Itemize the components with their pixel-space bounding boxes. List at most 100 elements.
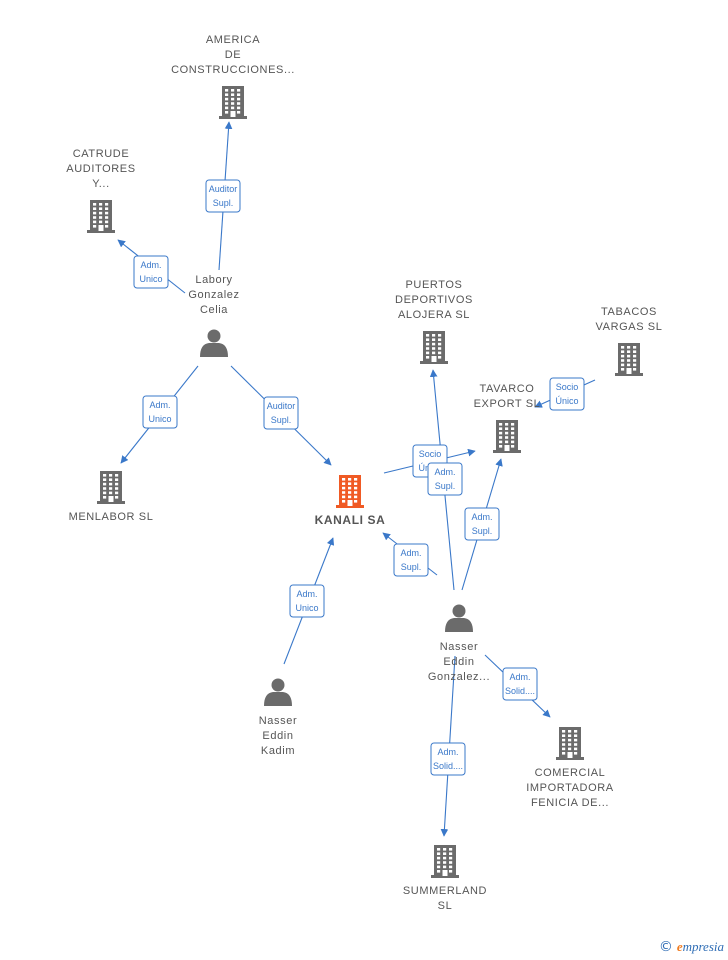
edge-labels-layer: AuditorSupl.Adm.UnicoAdm.UnicoAuditorSup… xyxy=(133,179,585,776)
edge-label-line: Adm. xyxy=(509,672,530,682)
person-icon xyxy=(445,604,473,632)
node-summerland[interactable]: SUMMERLAND SL xyxy=(403,845,487,912)
building-icon xyxy=(431,845,459,878)
edge-label-line: Adm. xyxy=(140,260,161,270)
edge-label-line: Solid.... xyxy=(505,686,535,696)
node-label-line: DE xyxy=(225,49,241,61)
node-label-line: Celia xyxy=(200,304,228,316)
node-tavarco[interactable]: TAVARCO EXPORT SL xyxy=(474,383,541,453)
edge-label-box xyxy=(263,396,299,430)
building-icon xyxy=(97,471,125,504)
node-kanali[interactable]: KANALI SA xyxy=(315,475,386,527)
brand-logo: empresia xyxy=(676,939,724,954)
edge-label-box xyxy=(502,667,538,701)
node-label-line: Eddin xyxy=(443,656,474,668)
edge-label-line: Único xyxy=(555,396,578,406)
edge-label-box xyxy=(289,584,325,618)
edge-label-box xyxy=(205,179,241,213)
edge-label-line: Supl. xyxy=(435,481,456,491)
edge-label-line: Adm. xyxy=(296,589,317,599)
edge-label-line: Adm. xyxy=(471,512,492,522)
node-label-line: Nasser xyxy=(259,715,297,727)
edge-label-line: Adm. xyxy=(437,747,458,757)
edge-label-line: Auditor xyxy=(209,184,238,194)
node-nasser_gonz[interactable]: NasserEddinGonzalez... xyxy=(428,604,490,684)
edge-label-line: Socio xyxy=(556,382,579,392)
edge-label-labory-to-menlabor[interactable]: Adm. Unico xyxy=(142,395,178,429)
edge-label-nasser_kadim-to-kanali[interactable]: Adm. Unico xyxy=(289,584,325,618)
node-label-line: EXPORT SL xyxy=(474,398,541,410)
building-icon xyxy=(336,475,364,508)
nodes-layer: KANALI SA AMERICA DE CONSTRUCCIONES... CATRU… xyxy=(66,34,662,912)
node-label-line: MENLABOR SL xyxy=(69,511,154,523)
node-label-line: DEPORTIVOS xyxy=(395,294,473,306)
edge-label-box xyxy=(142,395,178,429)
node-label-line: TAVARCO xyxy=(480,383,535,395)
edge-label-box xyxy=(393,543,429,577)
edge-label-line: Supl. xyxy=(213,198,234,208)
node-label-line: FENICIA DE... xyxy=(531,797,609,809)
node-label-line: Nasser xyxy=(440,641,478,653)
edge-label-line: Supl. xyxy=(472,526,493,536)
edge-label-nasser_gonz-to-comercial[interactable]: Adm. Solid.... xyxy=(502,667,538,701)
node-label-line: Kadim xyxy=(261,745,295,757)
building-icon xyxy=(219,86,247,119)
node-label-line: Labory xyxy=(195,274,232,286)
node-label-line: Y... xyxy=(92,178,110,190)
node-america[interactable]: AMERICA DE CONSTRUCCIONES... xyxy=(171,34,295,119)
brand-footer: © empresia xyxy=(659,938,724,956)
edge-label-labory-to-catrude[interactable]: Adm. Unico xyxy=(133,255,169,289)
node-tabacos[interactable]: TABACOS VARGAS SL xyxy=(596,306,663,376)
edge-label-nasser_gonz-to-summerland[interactable]: Adm. Solid.... xyxy=(430,742,466,776)
node-comercial[interactable]: COMERCIAL IMPORTADORA FENICIA DE... xyxy=(526,727,614,809)
node-label-line: Gonzalez xyxy=(188,289,239,301)
edge-label-box xyxy=(549,377,585,411)
edge-label-box xyxy=(430,742,466,776)
node-label-line: VARGAS SL xyxy=(596,321,663,333)
edge-label-box xyxy=(133,255,169,289)
edge-label-line: Unico xyxy=(148,414,171,424)
node-catrude[interactable]: CATRUDE AUDITORES Y... xyxy=(66,148,135,233)
node-menlabor[interactable]: MENLABOR SL xyxy=(69,471,154,523)
node-label-line: AMERICA xyxy=(206,34,260,46)
edge-label-nasser_gonz-to-tavarco[interactable]: Adm. Supl. xyxy=(464,507,500,541)
edge-label-box xyxy=(464,507,500,541)
node-label-line: CONSTRUCCIONES... xyxy=(171,64,295,76)
building-icon xyxy=(420,331,448,364)
edge-label-line: Adm. xyxy=(434,467,455,477)
person-icon xyxy=(264,678,292,706)
person-icon xyxy=(200,329,228,357)
building-icon xyxy=(615,343,643,376)
node-label-line: CATRUDE xyxy=(73,148,130,160)
edge-label-nasser_gonz-to-puertos[interactable]: Adm. Supl. xyxy=(427,462,463,496)
edge-label-line: Unico xyxy=(139,274,162,284)
building-icon xyxy=(87,200,115,233)
node-label-line: COMERCIAL xyxy=(535,767,606,779)
node-label-line: AUDITORES xyxy=(66,163,135,175)
building-icon xyxy=(493,420,521,453)
node-label-line: Eddin xyxy=(262,730,293,742)
node-label-line: Gonzalez... xyxy=(428,671,490,683)
node-label-line: ALOJERA SL xyxy=(398,309,470,321)
copyright-symbol: © xyxy=(658,939,673,955)
node-label-line: TABACOS xyxy=(601,306,657,318)
edge-label-line: Adm. xyxy=(149,400,170,410)
node-label-line: IMPORTADORA xyxy=(526,782,614,794)
edge-label-nasser_gonz-to-kanali[interactable]: Adm. Supl. xyxy=(393,543,429,577)
edge-label-line: Socio xyxy=(419,449,442,459)
edge-label-line: Supl. xyxy=(401,562,422,572)
node-label-line: SL xyxy=(438,900,453,912)
node-label-line: SUMMERLAND xyxy=(403,885,487,897)
edge-label-line: Unico xyxy=(295,603,318,613)
edge-label-line: Auditor xyxy=(267,401,296,411)
edge-label-line: Solid.... xyxy=(433,761,463,771)
edge-label-line: Adm. xyxy=(400,548,421,558)
node-label-line: KANALI SA xyxy=(315,513,386,527)
